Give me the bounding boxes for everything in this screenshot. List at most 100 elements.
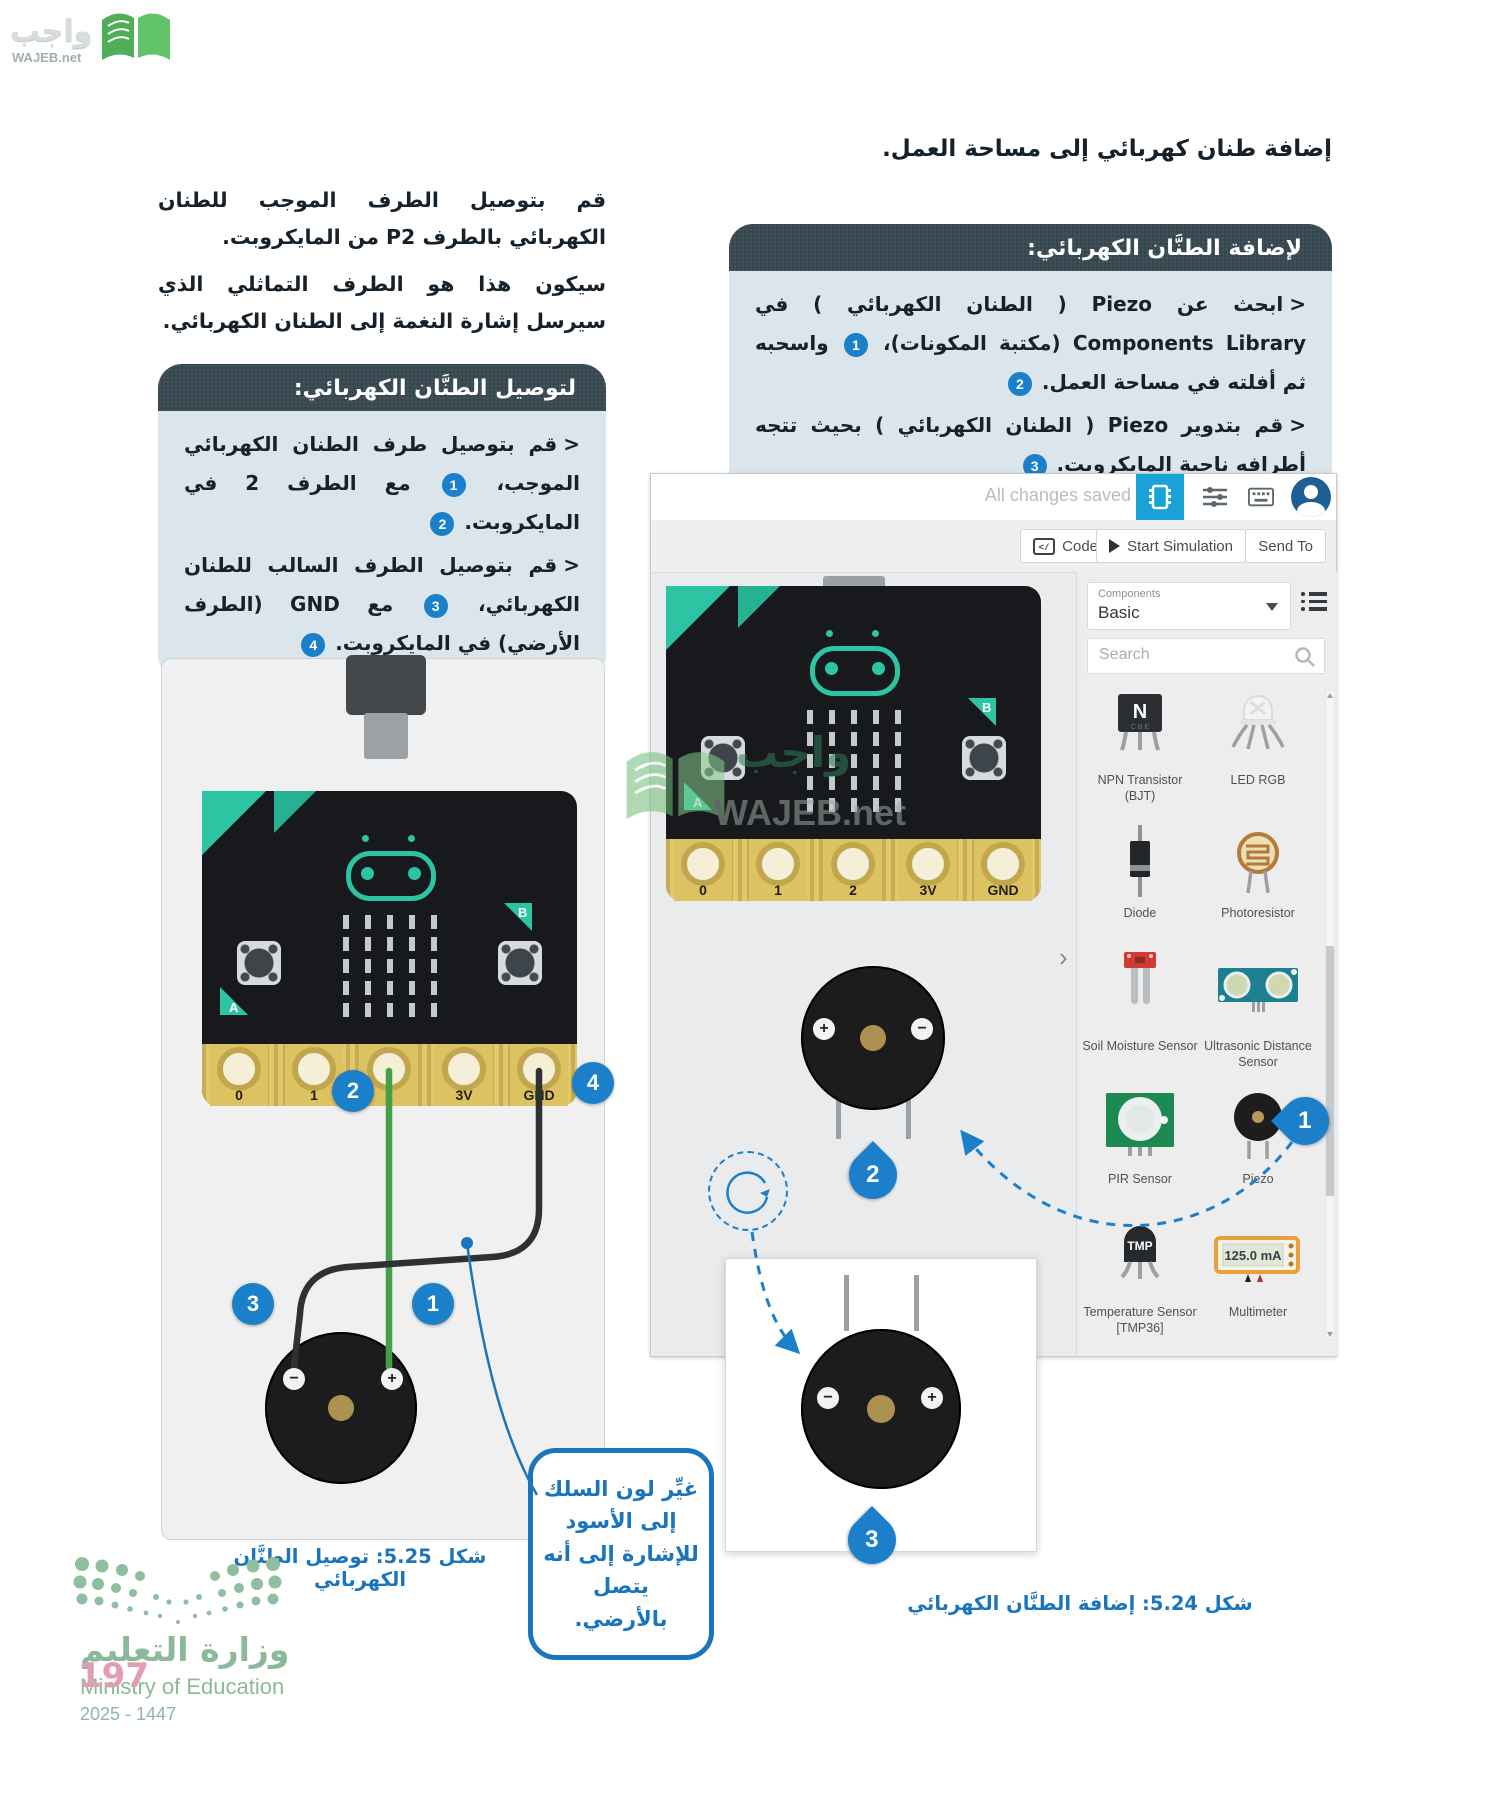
- face-dot: [826, 630, 833, 637]
- rotate-hint-circle: [708, 1151, 788, 1231]
- svg-text:C B E: C B E: [1131, 724, 1150, 731]
- panel-collapse-chevron[interactable]: ›: [1059, 942, 1068, 972]
- intro-paragraph-1: قم بتوصيل الطرف الموجب للطنان الكهربائي …: [158, 188, 606, 249]
- button-a-flag: A: [220, 987, 248, 1015]
- rotate-arrow-icon: [726, 1171, 770, 1214]
- svg-text:TMP: TMP: [1127, 1239, 1152, 1253]
- chevron-down-icon: [1266, 603, 1278, 611]
- scroll-down-arrow[interactable]: [1327, 1332, 1333, 1337]
- scroll-up-arrow[interactable]: [1327, 693, 1333, 698]
- black-wire: [290, 1067, 543, 1371]
- component-npn-transistor[interactable]: N C B E NPN Transistor (BJT): [1081, 684, 1199, 817]
- led-matrix: [343, 915, 437, 1017]
- save-status: All changes saved: [984, 485, 1131, 505]
- figure-badge-pin2: 2: [332, 1070, 374, 1112]
- face-dot: [408, 835, 415, 842]
- pin-1[interactable]: 1: [749, 839, 807, 901]
- user-avatar[interactable]: [1291, 477, 1331, 517]
- simulator-window: All changes saved </ Code: [650, 473, 1339, 1357]
- piezo-minus-terminal: −: [911, 1018, 933, 1040]
- figure-5-25-panel: A B 0 1 2 3V GND − + 2 4 3 1: [161, 655, 614, 1540]
- pin-2[interactable]: 2: [824, 839, 882, 901]
- led-rgb-icon: [1231, 695, 1285, 750]
- sim-actionbar: </ Code Start Simulation Send To: [651, 520, 1336, 573]
- card-connect-piezo: لتوصيل الطنَّان الكهربائي: <قم بتوصيل طر…: [158, 364, 606, 679]
- card-add-piezo: لإضافة الطنَّان الكهربائي: <ابحث عن Piez…: [729, 224, 1332, 500]
- component-pir-sensor[interactable]: PIR Sensor: [1081, 1083, 1199, 1216]
- text-segment: واسحبه ثم أفلته في: [755, 331, 1306, 394]
- component-temperature-sensor[interactable]: TMP Temperature Sensor [TMP36]: [1081, 1216, 1199, 1349]
- scrollbar-thumb[interactable]: [1326, 946, 1334, 1196]
- pin-0[interactable]: 0: [674, 839, 732, 901]
- book-icon: [102, 13, 170, 61]
- component-led-rgb[interactable]: LED RGB: [1199, 684, 1317, 817]
- svg-text:N: N: [1133, 701, 1147, 723]
- card-connect-item-1: <قم بتوصيل طرف الطنان الكهربائي الموجب، …: [184, 425, 580, 542]
- component-photoresistor[interactable]: Photoresistor: [1199, 817, 1317, 950]
- send-to-button[interactable]: Send To: [1245, 529, 1326, 563]
- card-add-title: لإضافة الطنَّان الكهربائي:: [729, 224, 1332, 271]
- diode-icon: [1130, 825, 1150, 897]
- step-badge-1: 1: [441, 472, 466, 497]
- component-multimeter[interactable]: 125.0 mA Multimeter: [1199, 1216, 1317, 1349]
- send-to-label: Send To: [1258, 537, 1313, 555]
- pin-0: 0: [210, 1044, 268, 1106]
- step-badge-2-canvas: 2: [839, 1141, 907, 1209]
- photoresistor-icon: [1237, 832, 1279, 894]
- face-dot: [872, 630, 879, 637]
- button-a[interactable]: [701, 736, 745, 780]
- list-view-icon[interactable]: [1301, 592, 1327, 614]
- chip-view-button[interactable]: [1136, 474, 1184, 520]
- component-piezo[interactable]: Piezo 1: [1199, 1083, 1339, 1216]
- pin-gnd[interactable]: GND: [974, 839, 1032, 901]
- text-segment: مع الطرف 2 في المايكروبت.: [184, 471, 580, 534]
- component-soil-moisture-sensor[interactable]: Soil Moisture Sensor: [1081, 950, 1199, 1083]
- intro-paragraph-2: سيكون هذا هو الطرف التماثلي الذي سيرسل إ…: [158, 271, 606, 333]
- wajeb-arabic-name: واجب: [10, 14, 93, 49]
- step-badge-1: 1: [843, 332, 868, 357]
- piezo-minus-terminal: −: [283, 1368, 305, 1390]
- keyboard-icon[interactable]: [1248, 486, 1274, 508]
- pir-sensor-icon: [1106, 1093, 1174, 1156]
- wire-color-callout: غيِّر لون السلك إلى الأسود للإشارة إلى أ…: [528, 1448, 714, 1660]
- intro-paragraphs: قم بتوصيل الطرف الموجب للطنان الكهربائي …: [158, 182, 606, 350]
- components-grid: N C B E NPN Transistor (BJT): [1081, 684, 1339, 1352]
- bullet: <: [563, 432, 580, 456]
- teal-triangles-decoration: [202, 791, 316, 855]
- piezo-minus-terminal: −: [817, 1387, 839, 1409]
- search-input[interactable]: Search: [1087, 638, 1325, 674]
- piezo-plus-terminal: +: [381, 1368, 403, 1390]
- multimeter-icon: 125.0 mA: [1214, 1236, 1300, 1282]
- ultrasonic-icon: [1218, 968, 1298, 1012]
- component-ultrasonic-sensor[interactable]: Ultrasonic Distance Sensor: [1199, 950, 1317, 1083]
- button-b-flag: B: [504, 903, 532, 931]
- button-b[interactable]: [962, 736, 1006, 780]
- text-segment-bold: أطرافه: [1235, 452, 1306, 476]
- text-segment: قم بتوصيل طرف الطنان الكهربائي الموجب،: [184, 432, 580, 495]
- step-badge-2: 2: [430, 511, 455, 536]
- card-connect-item-2: <قم بتوصيل الطرف السالب للطنان الكهربائي…: [184, 546, 580, 663]
- piezo-rotated[interactable]: − +: [801, 1329, 961, 1489]
- microbit-board-canvas[interactable]: A B 0 1 2 3V GND: [666, 586, 1041, 901]
- wires-layer: [290, 1067, 543, 1371]
- piezo-leg: [914, 1275, 919, 1331]
- code-button[interactable]: </ Code: [1020, 529, 1111, 563]
- microbit-face-outline: [810, 646, 900, 696]
- wajeb-logo: واجب WAJEB.net: [10, 6, 200, 76]
- start-simulation-button[interactable]: Start Simulation: [1096, 529, 1246, 563]
- tune-icon[interactable]: [1202, 486, 1228, 508]
- microbit-eye-right: [408, 867, 421, 880]
- pin-3v[interactable]: 3V: [899, 839, 957, 901]
- page-number: 197: [78, 1656, 149, 1696]
- components-panel: Components Basic Search N C B E: [1076, 572, 1339, 1356]
- button-b: [498, 941, 542, 985]
- step-badge-4: 4: [301, 632, 326, 657]
- piezo-center: [328, 1395, 354, 1421]
- text-segment: ناحية المايكروبت.: [1049, 452, 1236, 476]
- svg-text:A: A: [693, 795, 703, 810]
- piezo-canvas[interactable]: + −: [801, 966, 945, 1110]
- components-category-dropdown[interactable]: Components Basic: [1087, 582, 1291, 630]
- component-diode[interactable]: Diode: [1081, 817, 1199, 950]
- panel-scrollbar[interactable]: [1325, 690, 1335, 1340]
- piezo-plus-terminal: +: [921, 1387, 943, 1409]
